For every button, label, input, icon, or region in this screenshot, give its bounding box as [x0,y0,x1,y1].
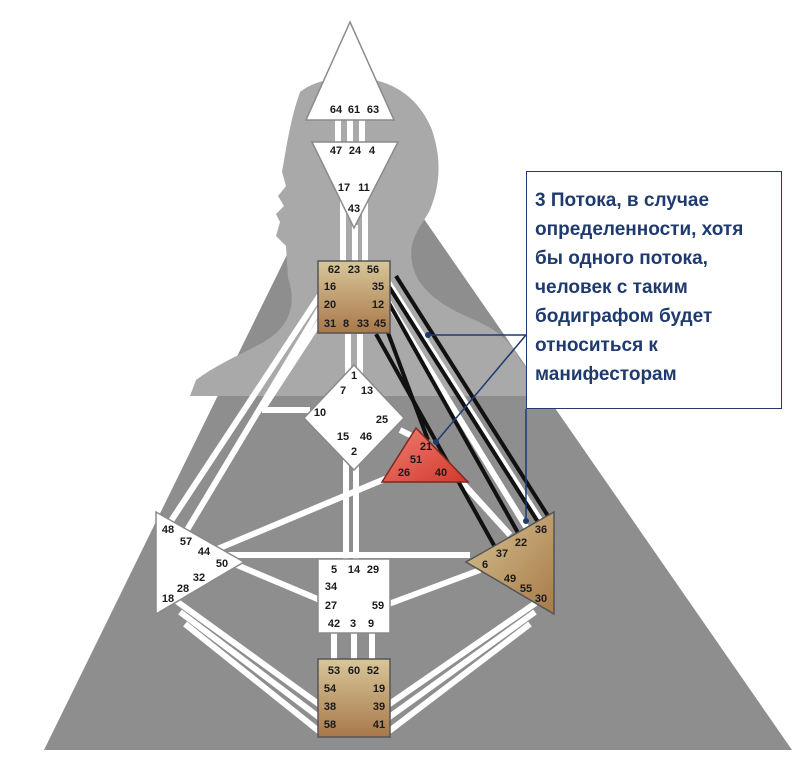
gate-label: 41 [373,719,385,731]
gate-label: 59 [372,600,384,612]
ajna-center [310,141,400,230]
gate-label: 48 [162,524,174,536]
gate-label: 39 [373,701,385,713]
spleen-center [155,510,246,616]
gate-label: 38 [324,701,336,713]
gate-label: 12 [372,299,384,311]
connector-dot [523,518,529,524]
gate-label: 7 [340,385,346,397]
channels [162,120,543,735]
gate-label: 30 [535,593,547,605]
throat-center [317,260,391,334]
connector-dot [425,332,431,338]
gate-label: 51 [410,454,422,466]
gate-label: 23 [348,264,360,276]
gate-label: 62 [328,264,340,276]
gate-label: 53 [328,665,340,677]
gate-label: 55 [520,583,532,595]
gate-label: 31 [324,318,336,330]
gate-label: 3 [350,618,356,630]
gate-label: 34 [325,581,338,593]
channel-45-21-b [374,333,502,557]
gate-label: 24 [349,145,362,157]
gate-label: 60 [348,665,360,677]
gate-label: 9 [368,618,374,630]
defined-channels [374,274,550,557]
gate-label: 52 [367,665,379,677]
channel-45-21 [382,321,430,441]
gate-label: 22 [515,537,527,549]
gate-label: 58 [324,719,336,731]
ego-center [380,426,470,483]
gate-label: 27 [325,600,337,612]
gate-label: 43 [348,203,360,215]
gate-label: 63 [367,104,379,116]
gate-label: 4 [369,145,376,157]
gate-label: 44 [198,546,211,558]
gate-label: 42 [328,618,340,630]
gate-label: 45 [374,318,386,330]
gate-label: 35 [372,281,384,293]
connector-to-ego [435,334,527,443]
gate-label: 17 [338,182,350,194]
gate-label: 28 [177,583,189,595]
gate-label: 16 [324,281,336,293]
channel-12-22 [384,297,524,541]
g-center [302,363,406,472]
gate-label: 61 [348,104,360,116]
head-center [304,20,396,121]
gate-label: 36 [535,524,547,536]
gate-label: 40 [435,467,447,479]
gate-label: 32 [193,572,205,584]
gate-label: 2 [351,446,357,458]
callout-box: 3 Потока, в случае определенности, хотя … [526,171,782,409]
gate-label: 56 [367,264,379,276]
gate-label: 11 [358,182,370,194]
connector-dot [433,439,439,445]
sacral-center [317,558,391,634]
gate-label: 25 [376,414,388,426]
gate-labels: 64 61 63 47 24 4 17 11 43 62 23 56 16 35… [162,104,547,731]
gate-label: 21 [420,441,432,453]
gate-label: 46 [360,431,372,443]
gate-label: 50 [216,558,228,570]
gate-label: 15 [337,431,349,443]
gate-label: 13 [361,385,373,397]
gate-label: 33 [357,318,369,330]
gate-label: 5 [331,564,337,576]
gate-label: 57 [180,536,192,548]
root-center [317,658,391,738]
channel-35-36-b [394,274,550,518]
channel-35-36 [384,280,540,524]
gate-label: 54 [324,683,337,695]
callout-text: 3 Потока, в случае определенности, хотя … [535,190,744,385]
gate-label: 26 [398,467,410,479]
gate-label: 8 [343,318,349,330]
gate-label: 64 [330,104,343,116]
solar-plexus-center [464,510,555,616]
gate-label: 14 [348,564,361,576]
gate-label: 19 [373,683,385,695]
gate-label: 1 [351,370,357,382]
gate-label: 20 [324,299,336,311]
gate-label: 6 [482,559,488,571]
callout-connectors [428,334,527,521]
gate-label: 47 [330,145,342,157]
gate-label: 18 [162,593,174,605]
gate-label: 10 [314,407,326,419]
gate-label: 29 [367,564,379,576]
gate-label: 37 [496,548,508,560]
gate-label: 49 [504,573,516,585]
